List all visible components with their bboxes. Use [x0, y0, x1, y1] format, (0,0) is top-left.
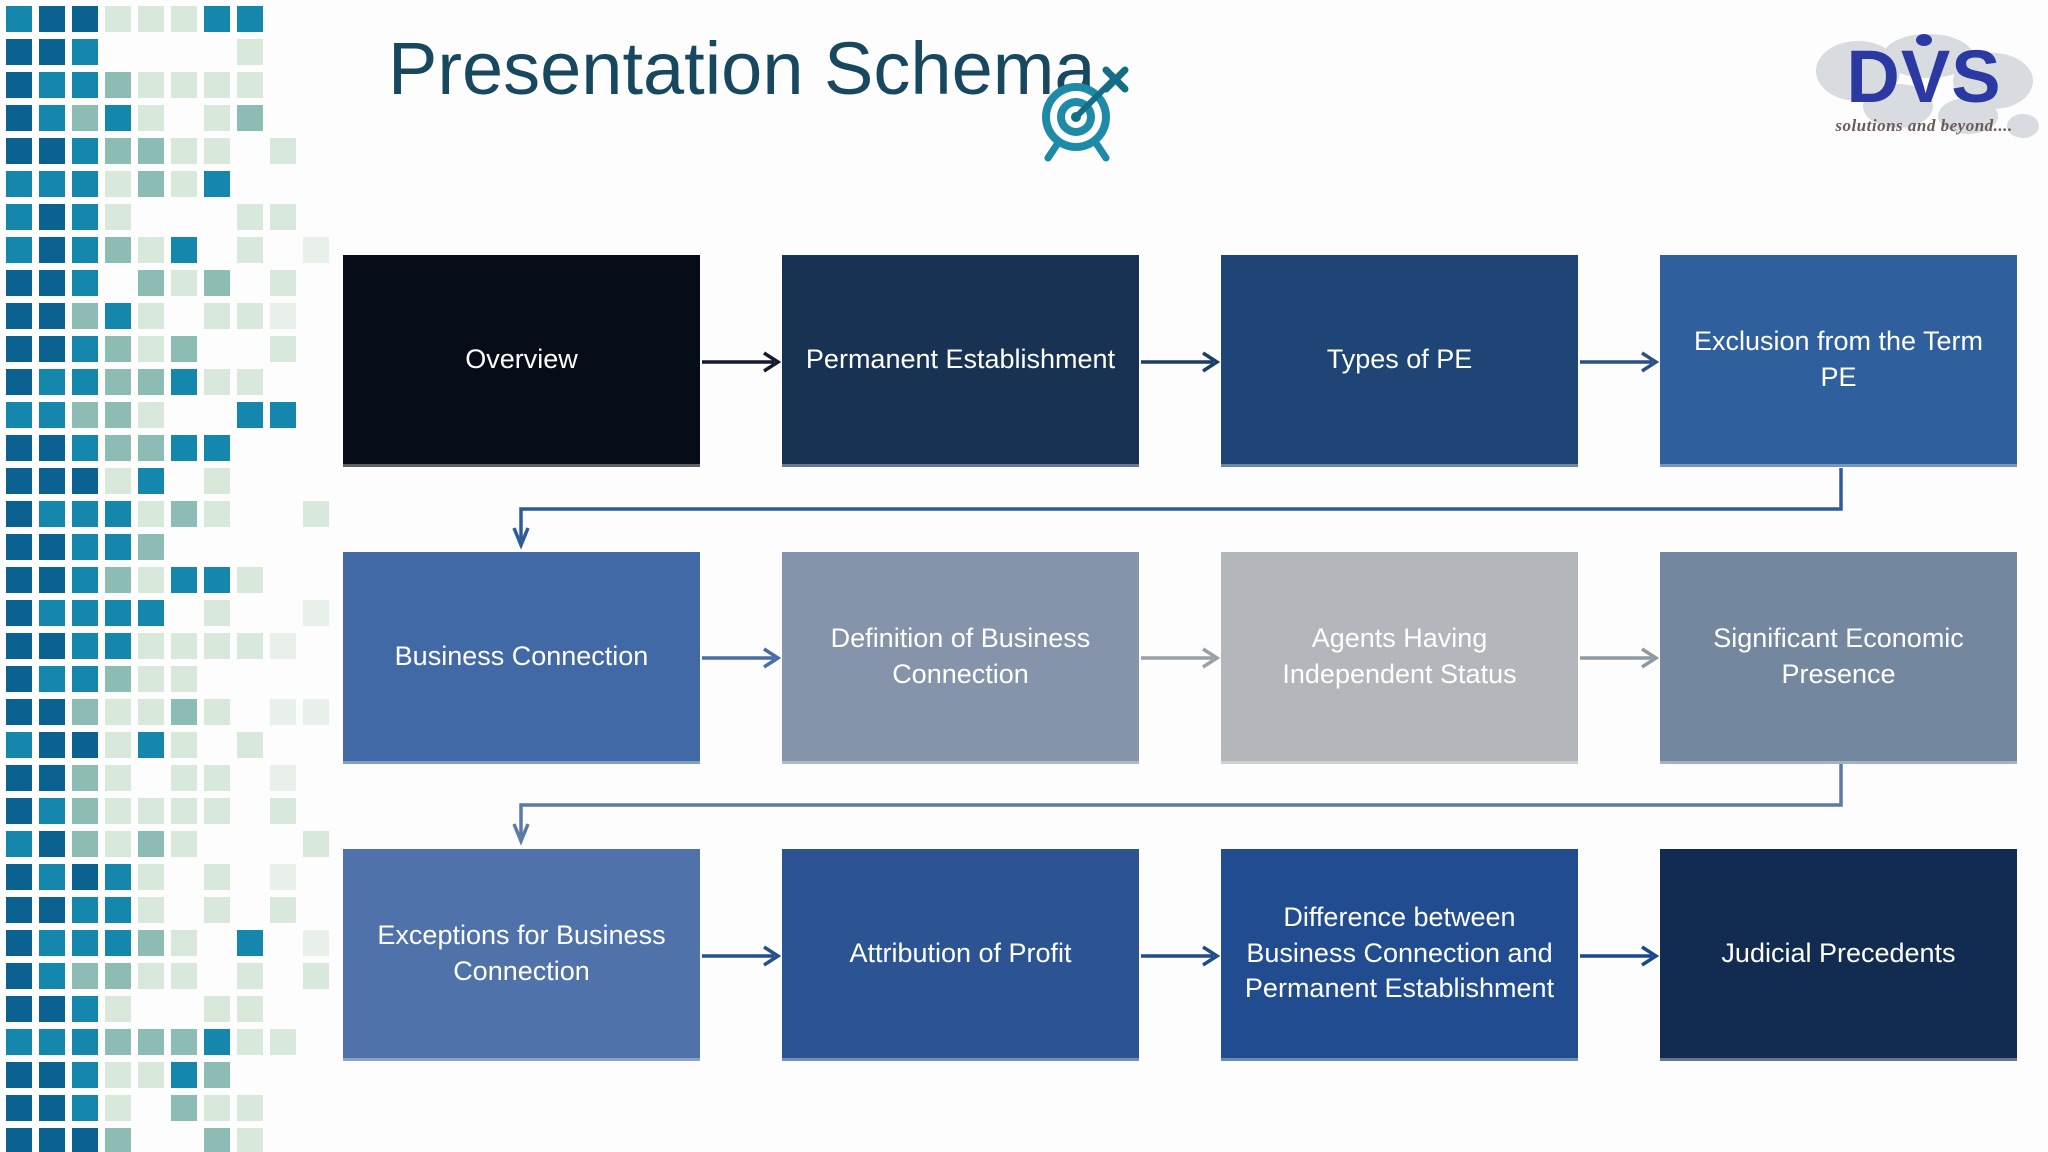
logo-text: DVS [1846, 35, 2002, 118]
flow-box-types-of-pe: Types of PE [1221, 255, 1578, 467]
logo-map-icon [1816, 34, 2039, 138]
flow-box-permanent-establishment: Permanent Establishment [782, 255, 1139, 467]
flow-box-attribution-profit: Attribution of Profit [782, 849, 1139, 1061]
flow-grid: Overview Permanent Establishment Types o… [343, 255, 2017, 1061]
flow-box-business-connection: Business Connection [343, 552, 700, 764]
page-title: Presentation Schema [388, 27, 1096, 110]
flow-box-judicial-precedents: Judicial Precedents [1660, 849, 2017, 1061]
flow-box-definition-bc: Definition of Business Connection [782, 552, 1139, 764]
mosaic-pattern [0, 0, 330, 1152]
flow-box-agents-independent: Agents Having Independent Status [1221, 552, 1578, 764]
flow-box-overview: Overview [343, 255, 700, 467]
flow-box-exclusion-term-pe: Exclusion from the Term PE [1660, 255, 2017, 467]
dvs-logo: DVS solutions and beyond.... [1808, 26, 2040, 156]
flow-box-significant-economic: Significant Economic Presence [1660, 552, 2017, 764]
logo-tagline: solutions and beyond.... [1835, 116, 2013, 135]
target-icon [1042, 66, 1129, 162]
flow-box-difference-bc-pe: Difference between Business Connection a… [1221, 849, 1578, 1061]
logo-dot-icon [1916, 34, 1932, 46]
flow-box-exceptions-bc: Exceptions for Business Connection [343, 849, 700, 1061]
